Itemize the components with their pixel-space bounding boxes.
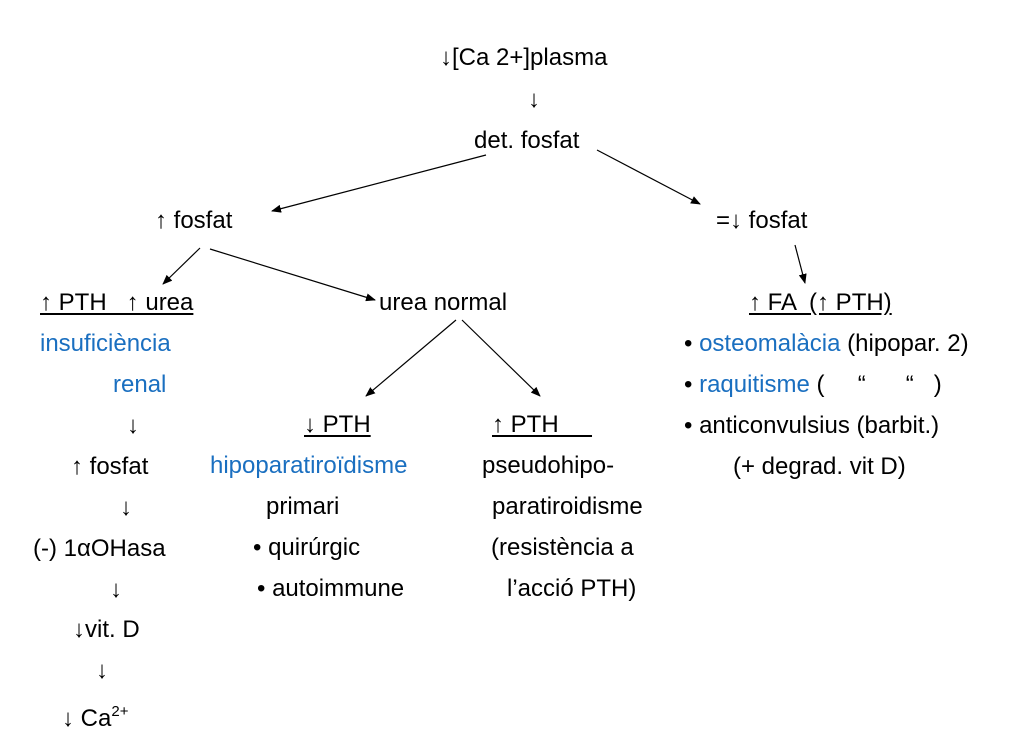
autoimmune-item: • autoimmune xyxy=(257,575,405,602)
osteomalacia-note: (hipopar. 2) xyxy=(840,330,969,357)
arrow-phosphate-to-pth-urea xyxy=(162,247,201,285)
down-arrow: ↓ xyxy=(528,86,540,113)
low-phosphate-node: =↓ fosfat xyxy=(716,207,808,234)
primary-label: primari xyxy=(266,493,340,520)
degradation-note: (+ degrad. vit D) xyxy=(733,453,906,480)
determine-phosphate: det. fosfat xyxy=(474,127,580,154)
pseudo-line-1: pseudohipo- xyxy=(482,452,615,479)
enzyme-node: (-) 1αOHasa xyxy=(33,535,166,562)
down-arrow: ↓ xyxy=(110,576,122,603)
arrow-urea-to-high-pth xyxy=(461,319,541,397)
down-arrow: ↓ xyxy=(120,494,132,521)
osteomalacia-item: • osteomalàcia (hipopar. 2) xyxy=(684,330,969,358)
bullet: • xyxy=(684,330,700,357)
anticonvulsants-item: • anticonvulsius (barbit.) xyxy=(684,412,940,439)
high-phosphate-node: ↑ fosfat xyxy=(155,207,233,234)
renal-phosphate-node: ↑ fosfat xyxy=(71,453,149,480)
surgical-item: • quirúrgic xyxy=(253,534,361,561)
down-arrow: ↓ xyxy=(96,657,108,684)
calcium-label: ↓ Ca xyxy=(62,705,112,732)
down-arrow: ↓ xyxy=(127,412,139,439)
rickets-item: • raquitisme ( “ “ ) xyxy=(684,371,942,399)
root-node: ↓[Ca 2+]plasma xyxy=(440,44,608,71)
renal-failure-label-2: renal xyxy=(113,371,167,398)
pseudo-line-4: l’acció PTH) xyxy=(507,575,637,602)
high-pth-node: ↑ PTH xyxy=(492,411,593,438)
fa-pth-node: ↑ FA (↑ PTH) xyxy=(749,289,892,316)
pseudo-line-3: (resistència a xyxy=(491,534,634,561)
low-pth-node: ↓ PTH xyxy=(304,411,371,438)
arrow-urea-to-low-pth xyxy=(365,319,457,397)
pth-urea-node: ↑ PTH ↑ urea xyxy=(40,289,194,316)
arrow-low-phosphate-to-fa xyxy=(794,244,807,284)
hypoparathyroidism-label: hipoparatiroïdisme xyxy=(210,452,408,479)
vitamin-d-node: ↓vit. D xyxy=(73,616,140,643)
rickets-label: raquitisme xyxy=(699,371,810,398)
arrow-det-to-high-phosphate xyxy=(271,154,487,213)
arrow-det-to-low-phosphate xyxy=(596,149,701,205)
rickets-note: ( “ “ ) xyxy=(809,371,942,398)
bullet: • xyxy=(684,371,700,398)
calcium-node: ↓ Ca2+ xyxy=(62,698,128,733)
osteomalacia-label: osteomalàcia xyxy=(699,330,841,357)
urea-normal-node: urea normal xyxy=(379,289,508,316)
renal-failure-label-1: insuficiència xyxy=(40,330,171,357)
arrow-phosphate-to-urea-normal xyxy=(209,248,376,302)
pseudo-line-2: paratiroidisme xyxy=(492,493,643,520)
calcium-superscript: 2+ xyxy=(111,703,129,720)
